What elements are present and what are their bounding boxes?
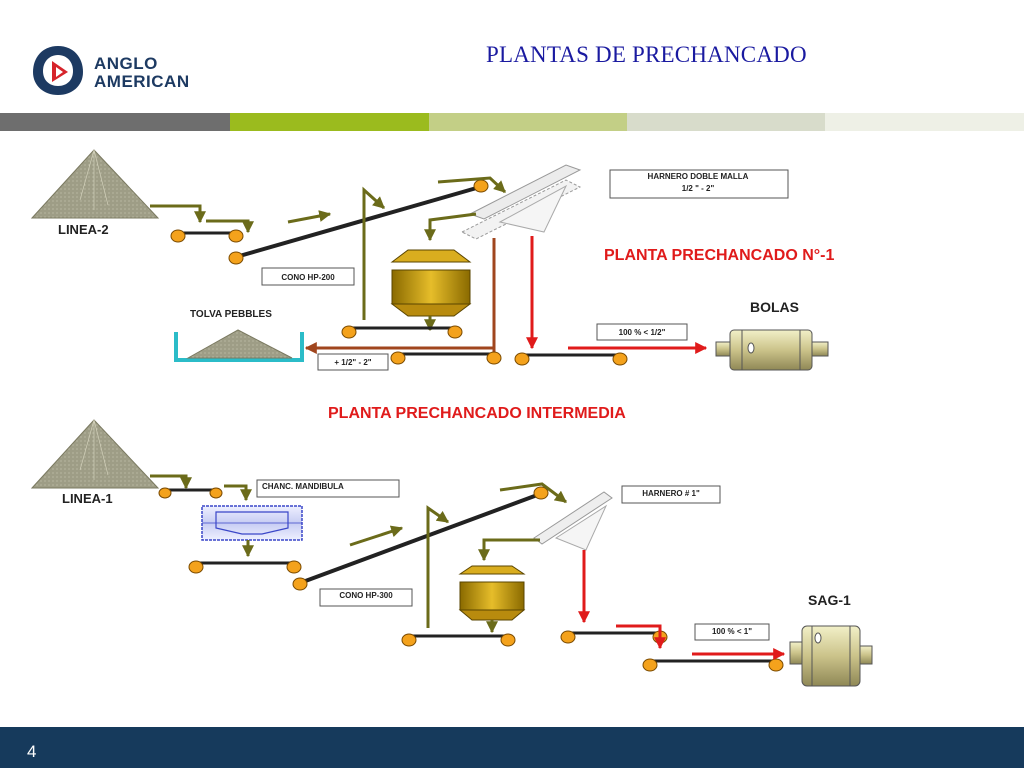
crusher-hp200-label: CONO HP-200 (281, 273, 335, 282)
planta-intermedia-title: PLANTA PRECHANCADO INTERMEDIA (328, 405, 626, 422)
header-band-2 (230, 113, 429, 131)
crusher-label-box: CONO HP-200 (261, 267, 355, 286)
conveyor (170, 229, 244, 243)
ball-mill-label: BOLAS (750, 299, 799, 315)
product-conveyor (514, 352, 628, 366)
feed-arrow (349, 525, 404, 547)
product-arrow (616, 624, 666, 650)
tolva-pebbles-label: TOLVA PEBBLES (190, 309, 272, 320)
inclined-conveyor (228, 179, 489, 265)
feed-arrow (426, 505, 449, 628)
sag-product-label-box: 100 % < 1" (694, 623, 770, 641)
planta-1-title: PLANTA PRECHANCADO N°-1 (604, 247, 835, 264)
tolva-pebbles-icon (174, 329, 304, 362)
stockpile-linea-2-label: LINEA-2 (58, 222, 109, 237)
inclined-conveyor (292, 486, 549, 591)
recycle-label-box: + 1/2" - 2" (317, 353, 389, 371)
jaw-crusher-label: CHANC. MANDIBULA (262, 482, 344, 491)
ball-mill-icon (715, 329, 829, 371)
feed-arrow (499, 482, 567, 504)
footer-bar (0, 727, 1024, 768)
logo-text: ANGLO AMERICAN (94, 55, 190, 91)
page-number: 4 (27, 742, 37, 761)
sag-mill-label: SAG-1 (808, 592, 851, 608)
screen-label-box: HARNERO DOBLE MALLA 1/2 " - 2" (609, 169, 789, 199)
screen-1in-label-box: HARNERO # 1" (621, 485, 721, 504)
header-band-5 (825, 113, 1024, 131)
planta-1-section: LINEA-2 (30, 149, 835, 371)
product-label: 100 % < 1/2" (619, 328, 666, 337)
header-band-3 (429, 113, 627, 131)
sag-mill-icon (789, 625, 873, 687)
jaw-crusher-icon (201, 505, 303, 541)
conveyor (158, 487, 223, 499)
conveyor (401, 633, 516, 647)
screen-label-line2: 1/2 " - 2" (682, 184, 715, 193)
feed-arrow (150, 474, 192, 490)
jaw-label-box: CHANC. MANDIBULA (256, 479, 400, 498)
stockpile-linea-2-icon (30, 149, 160, 219)
recycle-conveyor (390, 351, 502, 365)
cone-crusher-hp200-icon (390, 249, 472, 317)
conveyor (188, 560, 302, 574)
product-label-box: 100 % < 1/2" (596, 323, 688, 341)
header-band-1 (0, 113, 230, 131)
header-band-4 (627, 113, 825, 131)
feed-arrow (362, 186, 386, 320)
double-deck-screen-icon (460, 164, 582, 240)
conveyor (341, 325, 463, 339)
feed-arrow (150, 204, 206, 224)
stockpile-linea-1-icon (30, 419, 160, 489)
anglo-american-logo-icon (33, 46, 83, 95)
cone-crusher-hp300-icon (458, 565, 526, 621)
crusher-hp300-label-box: CONO HP-300 (319, 588, 413, 607)
product-conveyor (560, 630, 668, 644)
feed-arrow (206, 219, 254, 234)
recycle-label: + 1/2" - 2" (334, 358, 371, 367)
sag-feed-conveyor (642, 658, 784, 672)
stockpile-linea-1-label: LINEA-1 (62, 491, 113, 506)
sag-product-label: 100 % < 1" (712, 627, 752, 636)
feed-arrow (224, 484, 252, 502)
screen-1in-icon (533, 491, 613, 551)
feed-arrow (478, 538, 540, 562)
logo-line1: ANGLO (94, 54, 158, 73)
feed-arrow (424, 212, 477, 242)
screen-1in-label: HARNERO # 1" (642, 489, 700, 498)
logo-line2: AMERICAN (94, 72, 190, 91)
crusher-hp300-label: CONO HP-300 (339, 591, 393, 600)
page-title: PLANTAS DE PRECHANCADO (486, 42, 807, 67)
planta-intermedia-section: PLANTA PRECHANCADO INTERMEDIA LINEA-1 (30, 405, 873, 687)
feed-arrow (287, 210, 332, 224)
screen-label-line1: HARNERO DOBLE MALLA (648, 172, 749, 181)
feed-arrow (437, 176, 507, 194)
